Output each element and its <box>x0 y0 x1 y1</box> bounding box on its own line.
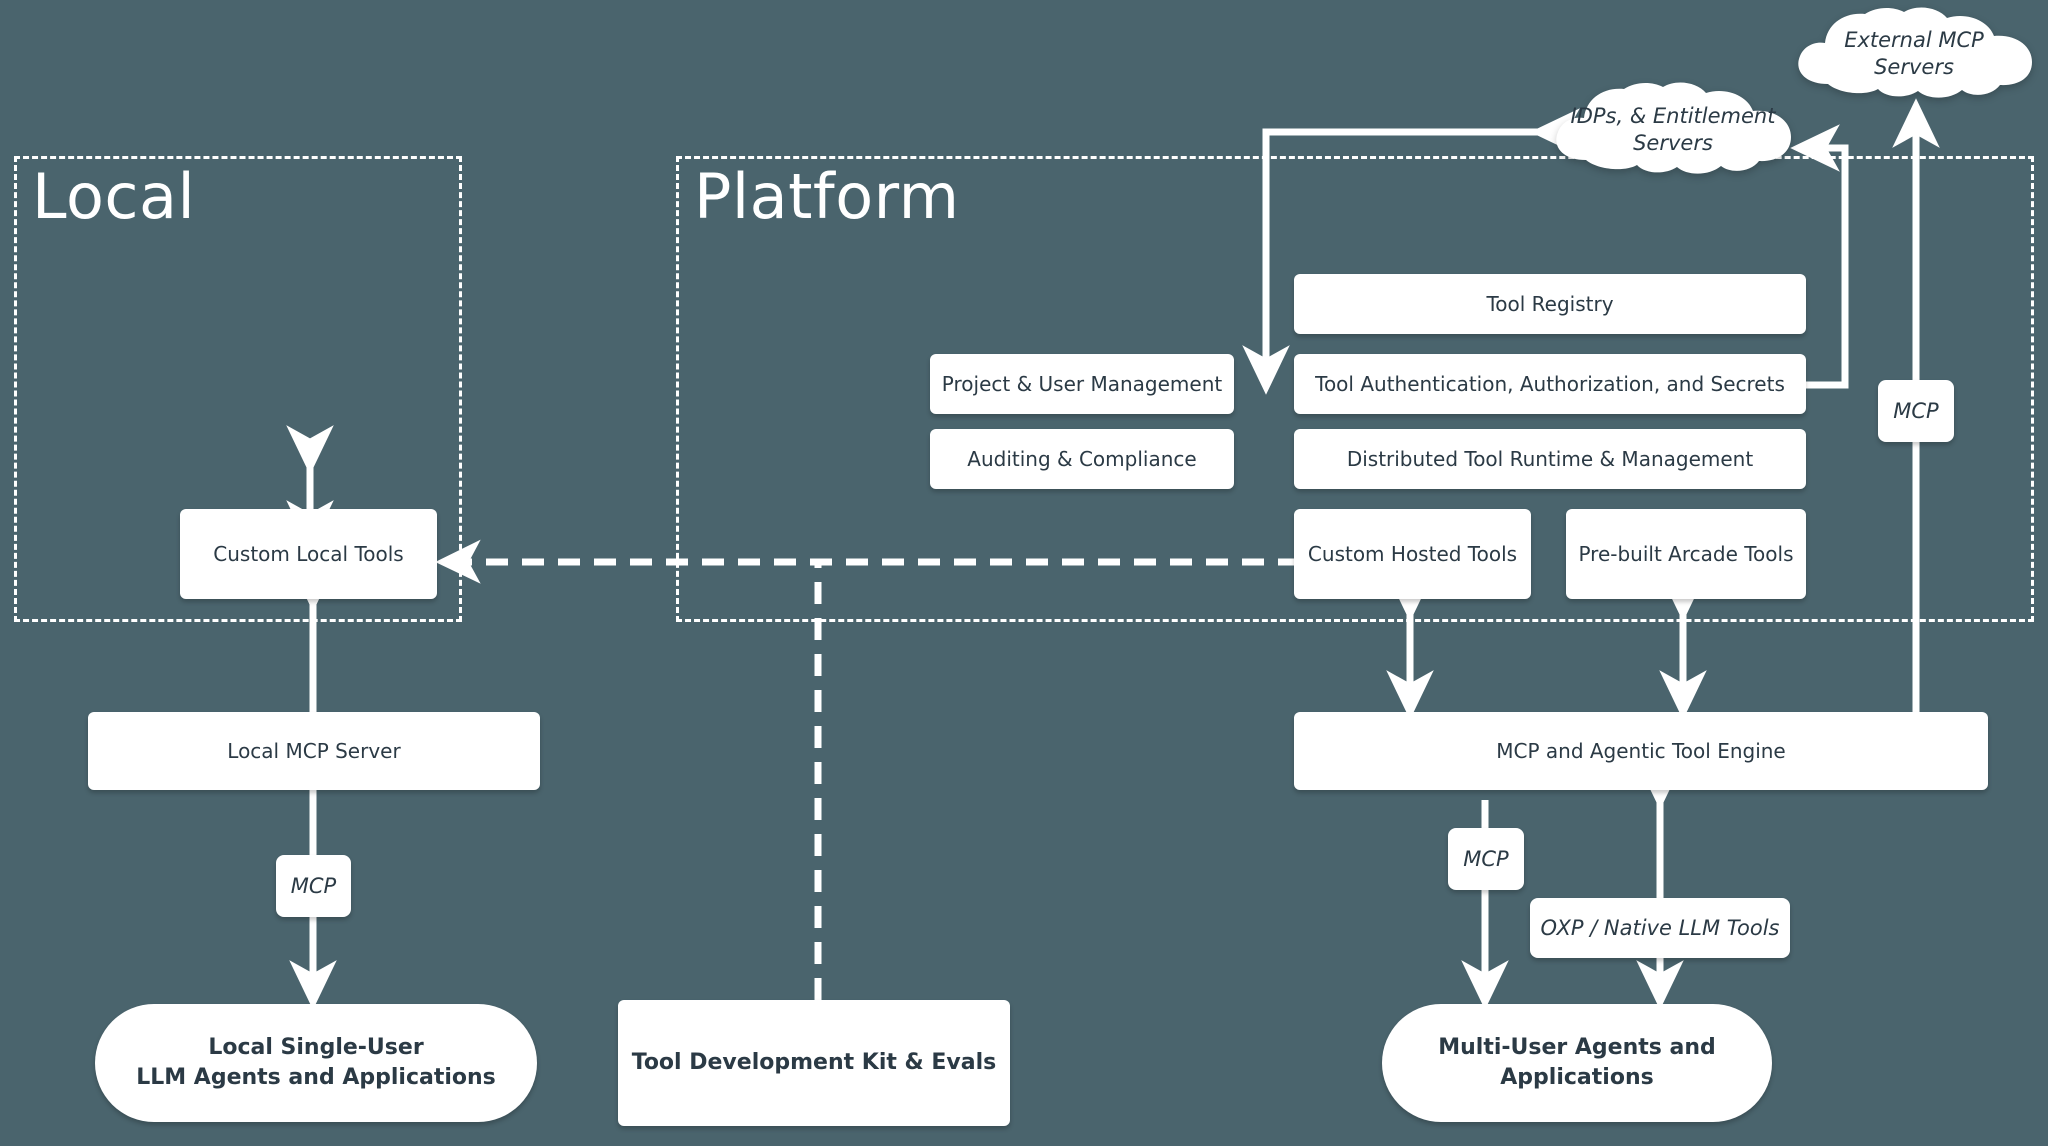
cloud-idps-entitlement-servers-label: IDPs, & Entitlement Servers <box>1570 103 1776 155</box>
node-local-agents[interactable]: Local Single-User LLM Agents and Applica… <box>95 1004 537 1122</box>
cloud-idps-entitlement-servers: IDPs, & Entitlement Servers <box>1540 80 1806 180</box>
node-multi-user-agents[interactable]: Multi-User Agents and Applications <box>1382 1004 1772 1122</box>
node-tool-authentication[interactable]: Tool Authentication, Authorization, and … <box>1294 354 1806 414</box>
tag-mcp-local: MCP <box>276 855 351 917</box>
node-local-mcp-server[interactable]: Local MCP Server <box>88 712 540 790</box>
node-custom-hosted-tools[interactable]: Custom Hosted Tools <box>1294 509 1531 599</box>
node-auditing-compliance[interactable]: Auditing & Compliance <box>930 429 1234 489</box>
node-project-user-management[interactable]: Project & User Management <box>930 354 1234 414</box>
zone-platform-title: Platform <box>694 160 960 233</box>
node-local-agents-line2: LLM Agents and Applications <box>136 1065 496 1090</box>
zone-local-title: Local <box>32 160 196 233</box>
tag-mcp-external: MCP <box>1878 380 1954 442</box>
zone-local <box>14 156 462 622</box>
cloud-external-mcp-servers-label: External MCP Servers <box>1844 27 1984 79</box>
node-tool-registry[interactable]: Tool Registry <box>1294 274 1806 334</box>
node-mcp-agentic-tool-engine[interactable]: MCP and Agentic Tool Engine <box>1294 712 1988 790</box>
cloud-external-mcp-servers: External MCP Servers <box>1782 6 2046 102</box>
wire-idp-to-project-user-mgmt <box>1242 108 1580 395</box>
node-custom-local-tools[interactable]: Custom Local Tools <box>180 509 437 599</box>
node-prebuilt-arcade-tools[interactable]: Pre-built Arcade Tools <box>1566 509 1806 599</box>
node-multi-user-agents-line2: Applications <box>1500 1065 1654 1090</box>
node-multi-user-agents-line1: Multi-User Agents and <box>1438 1035 1716 1061</box>
tag-oxp-native-llm-tools: OXP / Native LLM Tools <box>1530 898 1790 958</box>
node-distributed-tool-runtime[interactable]: Distributed Tool Runtime & Management <box>1294 429 1806 489</box>
node-tool-development-kit[interactable]: Tool Development Kit & Evals <box>618 1000 1010 1126</box>
wire-tool-auth-to-idp <box>1760 124 1849 409</box>
node-local-agents-line1: Local Single-User <box>208 1035 424 1061</box>
tag-mcp-agents: MCP <box>1448 828 1524 890</box>
